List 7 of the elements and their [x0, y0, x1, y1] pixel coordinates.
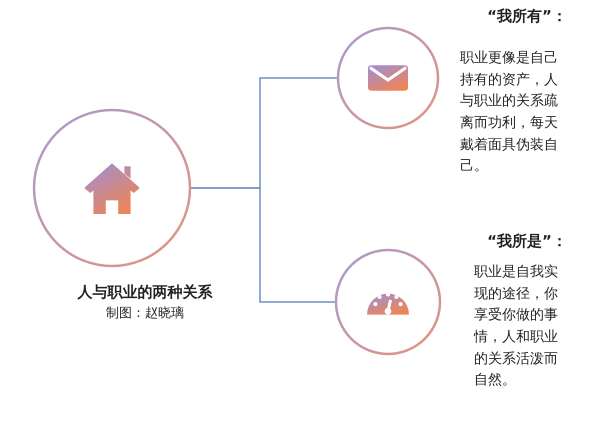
- connector-line: [190, 187, 336, 303]
- section-heading: “我所有”：: [486, 6, 568, 27]
- caption-text: 人与职业的两种关系: [76, 282, 214, 303]
- description-text: 职业是自我实现的途径，你享受你做的事情，人和职业的关系活泼而自然。: [474, 263, 559, 390]
- credit-text: 制图：赵晓璃: [105, 305, 185, 323]
- description-text: 职业更像是自己持有的资产，人与职业的关系疏离而功利，每天戴着面具伪装自己。: [460, 49, 559, 176]
- section-heading: “我所是”：: [486, 231, 568, 252]
